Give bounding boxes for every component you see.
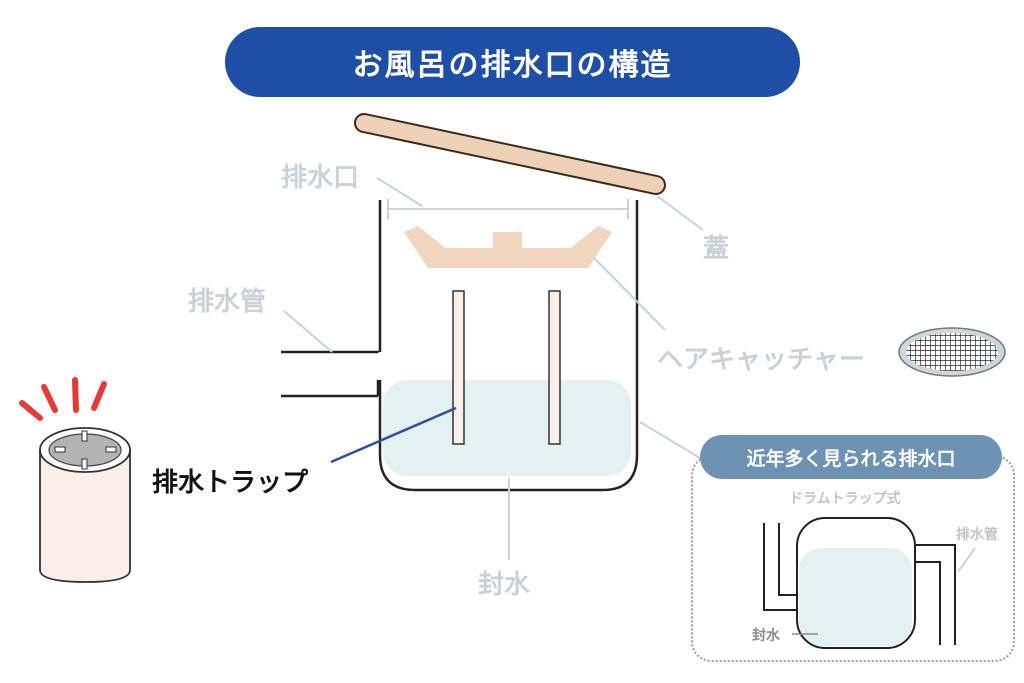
label-drain-trap: 排水トラップ xyxy=(152,468,309,498)
label-lid: 蓋 xyxy=(703,234,730,264)
inset-title-text: 近年多く見られる排水口 xyxy=(746,447,956,470)
hair-catcher-shape xyxy=(404,226,612,268)
inset-label-drain-pipe: 排水管 xyxy=(956,527,998,543)
main-water xyxy=(383,380,631,476)
trap-leader-line xyxy=(330,406,457,464)
title-text: お風呂の排水口の構造 xyxy=(352,48,673,83)
label-water-seal: 封水 xyxy=(478,570,531,600)
label-drain-outlet: 排水口 xyxy=(281,163,360,193)
alert-marks-icon xyxy=(19,377,107,421)
drum-trap-drawing xyxy=(763,517,976,649)
trap-plate-right xyxy=(548,290,561,445)
trap-plate-left xyxy=(452,290,465,445)
inset-subtitle: ドラムトラップ式 xyxy=(789,491,901,507)
drain-trap-cylinder-icon xyxy=(39,427,131,583)
label-hair-catcher: ヘアキャッチャー xyxy=(657,345,865,375)
title-banner: お風呂の排水口の構造 xyxy=(225,27,800,97)
inset-title-banner: 近年多く見られる排水口 xyxy=(700,435,1002,479)
inset-panel xyxy=(691,455,1015,662)
inset-label-water-seal: 封水 xyxy=(752,628,780,644)
label-drain-pipe: 排水管 xyxy=(188,287,267,317)
